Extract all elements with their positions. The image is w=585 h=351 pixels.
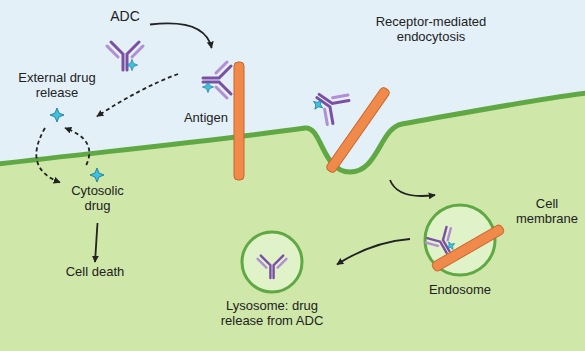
- lysosome-vesicle: [242, 232, 302, 292]
- connector-arrow: [97, 74, 178, 116]
- lysosome-adc-icon: [258, 256, 287, 278]
- diagram-node: External drug release: [17, 70, 97, 128]
- node-label: Endosome: [410, 282, 510, 297]
- internalizing-adc-icon: [307, 81, 351, 127]
- diagram-node: Endosome: [410, 195, 510, 305]
- diagram-node: Lysosome: drug release from ADC: [207, 228, 337, 332]
- drug-star: [50, 108, 64, 122]
- adc-icon: [107, 42, 143, 71]
- node-label: Receptor-mediated endocytosis: [362, 14, 500, 44]
- antigen-bar: [325, 86, 391, 174]
- diagram-node: Receptor-mediated endocytosis: [300, 12, 500, 180]
- antigen-bar: [431, 224, 505, 273]
- node-label: ADC: [100, 8, 150, 25]
- node-label: Cytosolic drug: [60, 183, 135, 213]
- connector-arrow: [95, 223, 98, 262]
- node-label: Lysosome: drug release from ADC: [207, 298, 337, 328]
- diagram-node: Cytosolic drug: [60, 165, 135, 223]
- diagram-node: ADC: [100, 8, 150, 74]
- bound-adc-icon: [202, 62, 231, 98]
- diagram-node: Antigen: [178, 48, 262, 178]
- endosome-adc-icon: [424, 225, 460, 259]
- diagram-node: Cell death: [50, 262, 140, 282]
- node-label: Cell death: [50, 264, 140, 279]
- drug-star: [90, 168, 104, 182]
- node-label: External drug release: [17, 70, 97, 100]
- cell-body: [0, 92, 585, 351]
- connector-arrow: [65, 128, 89, 165]
- connector-arrow: [337, 239, 410, 264]
- connector-arrow: [36, 128, 60, 182]
- part-label: Cell membrane: [514, 196, 580, 226]
- connector-arrow: [390, 180, 435, 196]
- node-label: Antigen: [180, 110, 232, 125]
- antigen-bar: [234, 62, 244, 180]
- connector-arrow: [150, 23, 212, 48]
